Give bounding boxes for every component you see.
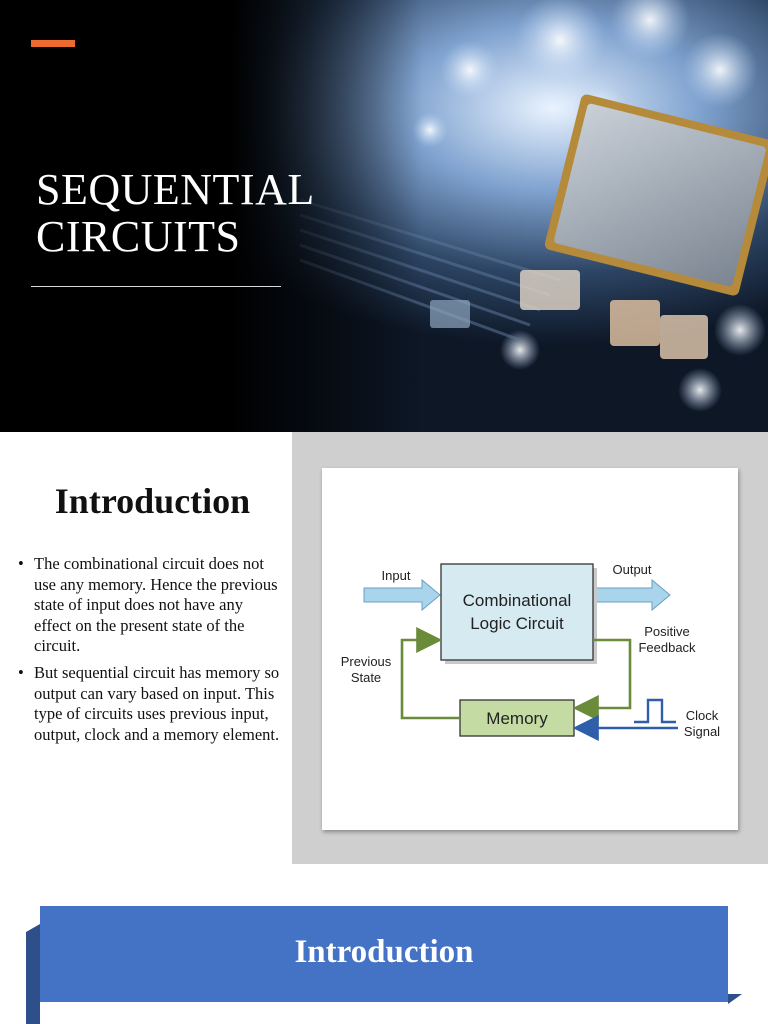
feedback-label-2: Feedback bbox=[638, 640, 696, 655]
previous-state-path bbox=[400, 627, 460, 720]
title-divider bbox=[31, 286, 281, 287]
clock-pulse-icon bbox=[634, 698, 676, 724]
title-slide: SEQUENTIAL CIRCUITS bbox=[0, 0, 768, 432]
title-line-2: CIRCUITS bbox=[36, 212, 241, 261]
sequential-circuit-diagram: Combinational Logic Circuit Memory Input… bbox=[322, 468, 738, 830]
slide-title: SEQUENTIAL CIRCUITS bbox=[36, 166, 356, 260]
logic-block-label-1: Combinational bbox=[463, 591, 572, 610]
accent-bar bbox=[31, 40, 75, 47]
clock-label-2: Signal bbox=[684, 724, 720, 739]
output-arrow bbox=[592, 578, 671, 612]
bullet-item: But sequential circuit has memory so out… bbox=[18, 663, 282, 745]
feedback-label-1: Positive bbox=[644, 624, 690, 639]
circuit-board-background-image bbox=[0, 0, 768, 432]
memory-label: Memory bbox=[486, 709, 548, 728]
introduction-slide: Introduction The combinational circuit d… bbox=[0, 432, 768, 865]
previous-state-label-1: Previous bbox=[341, 654, 392, 669]
previous-state-label-2: State bbox=[351, 670, 381, 685]
bullet-list: The combinational circuit does not use a… bbox=[18, 554, 282, 751]
title-line-1: SEQUENTIAL bbox=[36, 165, 315, 214]
output-label: Output bbox=[612, 562, 651, 577]
slide-heading: Introduction bbox=[54, 481, 251, 521]
bullet-item: The combinational circuit does not use a… bbox=[18, 554, 282, 657]
introduction-banner-slide: Introduction bbox=[0, 864, 768, 1024]
clock-label-1: Clock bbox=[686, 708, 719, 723]
combinational-logic-block bbox=[440, 563, 594, 661]
feedback-path bbox=[572, 638, 632, 721]
banner-title: Introduction bbox=[294, 934, 474, 970]
logic-block-label-2: Logic Circuit bbox=[470, 614, 564, 633]
banner-fold-left bbox=[26, 924, 742, 1024]
title-banner: Introduction bbox=[40, 906, 728, 1002]
input-arrow bbox=[363, 578, 441, 612]
input-label: Input bbox=[382, 568, 411, 583]
